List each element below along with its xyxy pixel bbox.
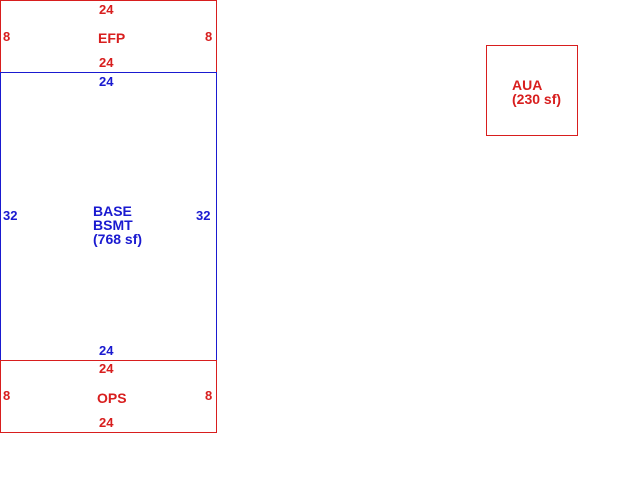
base-label-line1: BASE	[93, 203, 132, 219]
base-bottom-dimension: 24	[99, 343, 114, 358]
efp-label: EFP	[98, 30, 126, 46]
ops-right-dimension: 8	[205, 388, 213, 403]
efp-right-dimension: 8	[205, 29, 213, 44]
aua-area	[486, 45, 578, 136]
base-left-dimension: 32	[3, 208, 18, 223]
base-label-line2: BSMT	[93, 217, 133, 233]
ops-left-dimension: 8	[3, 388, 11, 403]
ops-area	[0, 360, 217, 433]
efp-left-dimension: 8	[3, 29, 11, 44]
base-right-dimension: 32	[196, 208, 211, 223]
base-label: BASE BSMT (768 sf)	[93, 204, 142, 246]
aua-area-sqft: (230 sf)	[512, 91, 562, 107]
aua-label: AUA (230 sf)	[512, 78, 561, 106]
efp-bottom-dimension: 24	[99, 55, 114, 70]
aua-label-line1: AUA	[512, 77, 543, 93]
ops-label: OPS	[97, 390, 127, 406]
efp-top-dimension: 24	[99, 2, 114, 17]
ops-top-dimension: 24	[99, 361, 114, 376]
base-top-dimension: 24	[99, 74, 114, 89]
base-area-sqft: (768 sf)	[93, 231, 143, 247]
ops-bottom-dimension: 24	[99, 415, 114, 430]
